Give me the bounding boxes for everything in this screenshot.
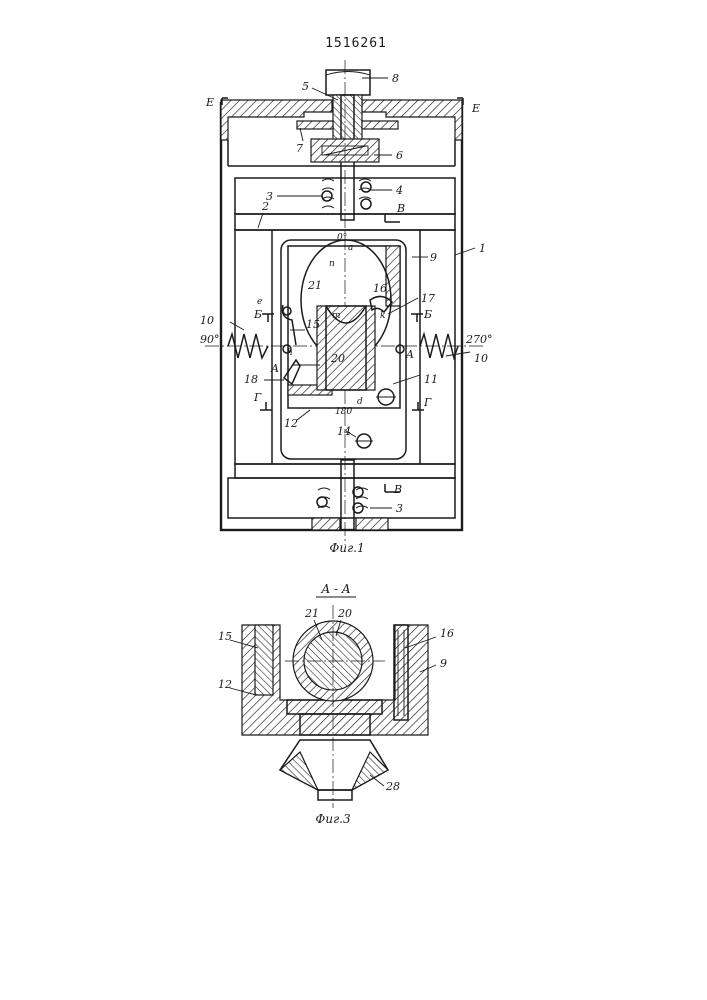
latch-15 bbox=[282, 305, 296, 345]
label-11: 11 bbox=[424, 373, 438, 386]
latch-15-section bbox=[255, 625, 273, 695]
label-180: 180 bbox=[335, 407, 352, 417]
label-5: 5 bbox=[302, 80, 309, 93]
label-21-fig1: 21 bbox=[307, 279, 322, 292]
label-20-fig3: 20 bbox=[337, 607, 352, 620]
label-B-top: B bbox=[396, 202, 405, 215]
label-1: 1 bbox=[479, 242, 486, 255]
label-8: 8 bbox=[392, 72, 399, 85]
label-A-left: A bbox=[270, 362, 279, 375]
label-4: 4 bbox=[395, 184, 403, 197]
label-m: m bbox=[332, 311, 341, 321]
label-k: k bbox=[380, 311, 385, 321]
label-16-fig1: 16 bbox=[373, 282, 387, 295]
figure-1-caption: Фиг.1 bbox=[329, 541, 364, 555]
figure-3-caption: Фиг.3 bbox=[315, 812, 351, 826]
label-G-right: Г bbox=[423, 396, 432, 409]
label-17: 17 bbox=[421, 292, 435, 305]
label-14: 14 bbox=[337, 425, 351, 438]
label-16-fig3: 16 bbox=[440, 627, 454, 640]
upper-springs bbox=[322, 179, 371, 209]
label-18: 18 bbox=[244, 373, 258, 386]
label-7: 7 bbox=[296, 142, 303, 155]
figure-3: A - A 15 21 bbox=[218, 582, 454, 826]
top-cover bbox=[221, 100, 332, 140]
top-cover-right bbox=[362, 100, 462, 140]
label-10-left: 10 bbox=[200, 314, 214, 327]
patent-number: 1516261 bbox=[325, 36, 387, 51]
label-21-fig3: 21 bbox=[304, 607, 319, 620]
label-6: 6 bbox=[396, 149, 403, 162]
label-e: e bbox=[257, 297, 262, 307]
section-title: A - A bbox=[320, 582, 350, 596]
lever-18 bbox=[284, 360, 300, 384]
label-28: 28 bbox=[385, 780, 400, 793]
label-90deg: 90° bbox=[200, 333, 220, 346]
label-G-left: Г bbox=[253, 391, 262, 404]
label-B6-left: Б bbox=[253, 308, 262, 321]
label-E-left: E bbox=[205, 96, 214, 109]
label-10-right: 10 bbox=[474, 352, 488, 365]
shaft-8 bbox=[326, 70, 370, 95]
lower-springs bbox=[317, 487, 368, 513]
label-a: a bbox=[348, 243, 353, 253]
flange-7 bbox=[297, 121, 333, 129]
label-B6-right: Б bbox=[423, 308, 432, 321]
figure-1: 8 5 E E 7 6 3 4 2 B 0° a 9 1 n 21 16 17 … bbox=[200, 60, 493, 555]
label-E-right: E bbox=[471, 102, 480, 115]
label-B-bottom: B bbox=[393, 483, 402, 496]
label-9: 9 bbox=[430, 251, 437, 264]
label-d: d bbox=[357, 397, 363, 407]
label-9-fig3: 9 bbox=[440, 657, 447, 670]
label-h: h bbox=[287, 348, 293, 358]
label-270deg: 270° bbox=[465, 333, 493, 346]
label-3-bottom: 3 bbox=[396, 502, 403, 515]
spindle-5 bbox=[333, 95, 362, 140]
label-12-fig3: 12 bbox=[218, 678, 232, 691]
label-0deg: 0° bbox=[337, 233, 347, 243]
label-15-fig3: 15 bbox=[218, 630, 232, 643]
label-15-fig1: 15 bbox=[306, 318, 320, 331]
label-20-fig1: 20 bbox=[330, 352, 345, 365]
label-n: n bbox=[329, 259, 335, 269]
label-2: 2 bbox=[261, 200, 269, 213]
label-12-fig1: 12 bbox=[284, 417, 298, 430]
label-A-right: A bbox=[405, 348, 414, 361]
